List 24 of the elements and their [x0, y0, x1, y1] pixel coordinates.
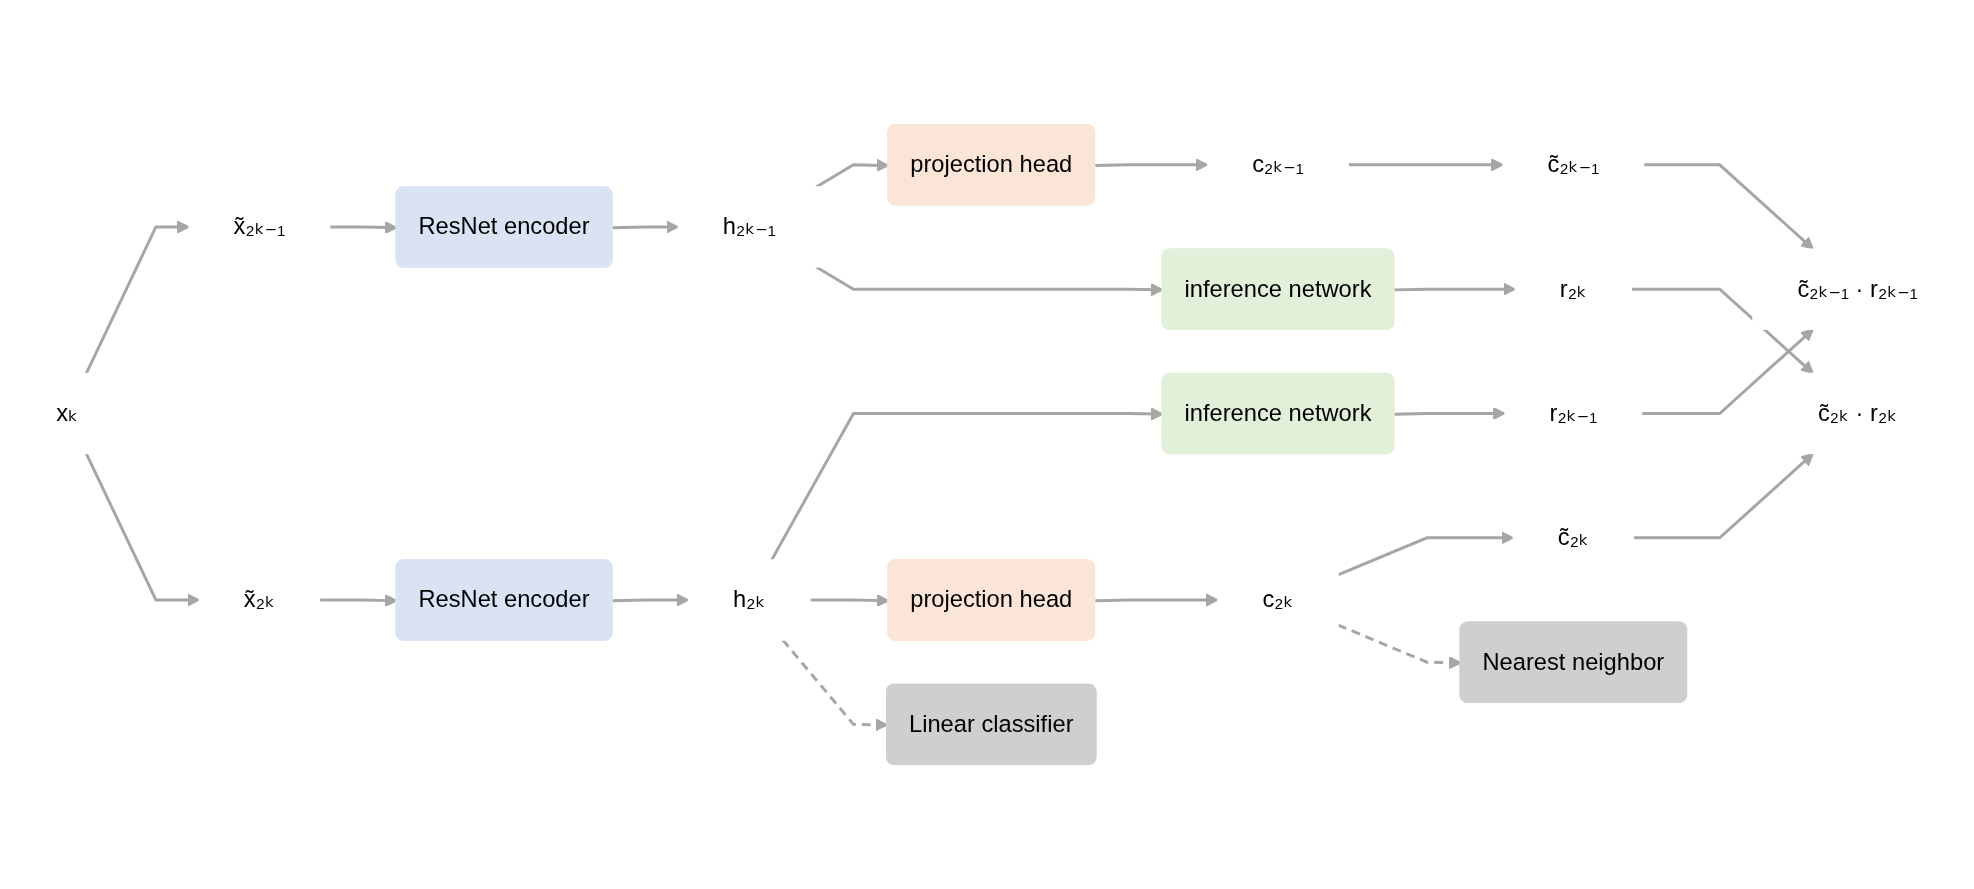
node-text: c₂ₖ₋₁: [1252, 151, 1304, 177]
node-text: r₂ₖ₋₁: [1549, 400, 1598, 426]
node-text: c₂ₖ: [1262, 586, 1294, 612]
node-text: c̃₂ₖ₋₁ · r₂ₖ₋₁: [1797, 275, 1918, 301]
arrow: [1348, 158, 1504, 172]
node-text: xₖ: [56, 400, 79, 426]
node-text: c̃₂ₖ · r₂ₖ: [1817, 400, 1898, 426]
arrow: [84, 220, 190, 375]
arrow: [1337, 531, 1514, 577]
node-text: r₂ₖ: [1559, 275, 1587, 301]
node-text: x̃₂ₖ₋₁: [233, 213, 286, 239]
arrow: [1633, 452, 1814, 540]
node-text: h₂ₖ₋₁: [722, 213, 776, 239]
arrow: [612, 220, 679, 234]
arrow: [1095, 593, 1219, 607]
node-text: c̃₂ₖ₋₁: [1547, 151, 1600, 177]
arrow: [1394, 282, 1516, 296]
arrow: [1643, 163, 1814, 250]
node-text: c̃₂ₖ: [1557, 524, 1589, 550]
arrow: [1641, 328, 1814, 415]
arrow: [1394, 406, 1506, 420]
node-text: x̃₂ₖ: [243, 586, 275, 612]
arrow: [1631, 287, 1814, 375]
node-text: h₂ₖ: [733, 586, 766, 612]
